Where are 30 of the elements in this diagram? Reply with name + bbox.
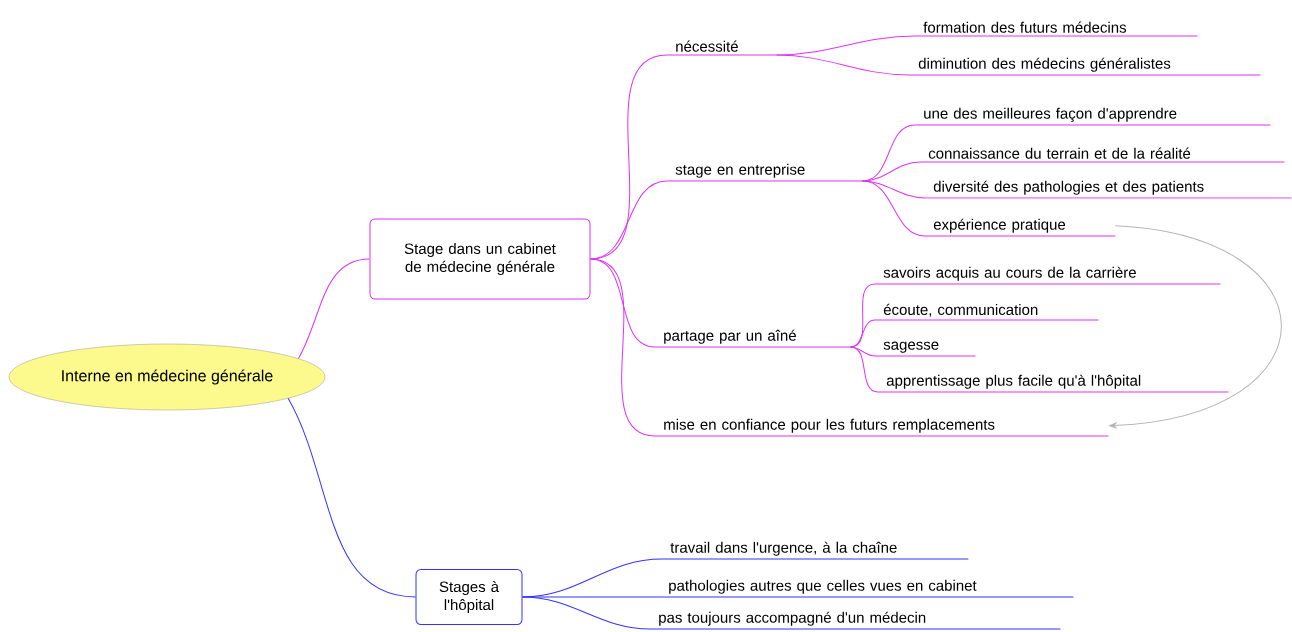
- branch-line: [775, 54, 911, 76]
- underlined-topic: diminution des médecins généralistes: [909, 57, 1261, 76]
- branch-line: [522, 596, 651, 630]
- underlined-topic: connaissance du terrain et de la réalité: [919, 147, 1285, 163]
- underlined-topic: formation des futurs médecins: [914, 21, 1198, 37]
- underlined-topic: pathologies autres que celles vues en cabinet: [659, 579, 1074, 598]
- branch-line: [287, 397, 416, 598]
- underlined-topic: sagesse: [874, 341, 976, 357]
- branch-line: [590, 258, 656, 437]
- topic-box: Stage dans un cabinet de médecine générale: [369, 218, 591, 300]
- branch-line: [297, 258, 370, 359]
- branch-line: [861, 161, 921, 182]
- cross-link-arrow: [1109, 225, 1282, 429]
- underlined-topic: nécessité: [666, 40, 777, 56]
- underlined-topic: une des meilleures façon d'apprendre: [914, 107, 1271, 126]
- underlined-topic: mise en confiance pour les futurs remplacements: [654, 418, 1109, 437]
- branch-line: [590, 180, 668, 260]
- underlined-topic: diversité des pathologies et des patients: [924, 180, 1292, 199]
- underlined-topic: savoirs acquis au cours de la carrière: [874, 266, 1221, 285]
- underlined-topic: écoute, communication: [874, 303, 1099, 321]
- branch-line: [861, 180, 926, 237]
- branch-line: [849, 319, 876, 348]
- underlined-topic: apprentissage plus facile qu'à l'hôpital: [877, 374, 1229, 393]
- underlined-topic: pas toujours accompagné d'un médecin: [649, 611, 1061, 630]
- underlined-topic: stage en entreprise: [666, 163, 863, 182]
- underlined-topic: expérience pratique: [924, 218, 1116, 237]
- topic-box: Stages à l'hôpital: [415, 569, 523, 625]
- underlined-topic: partage par un aîné: [654, 329, 851, 348]
- underlined-topic: travail dans l'urgence, à la chaîne: [661, 541, 969, 560]
- branch-line: [849, 346, 879, 393]
